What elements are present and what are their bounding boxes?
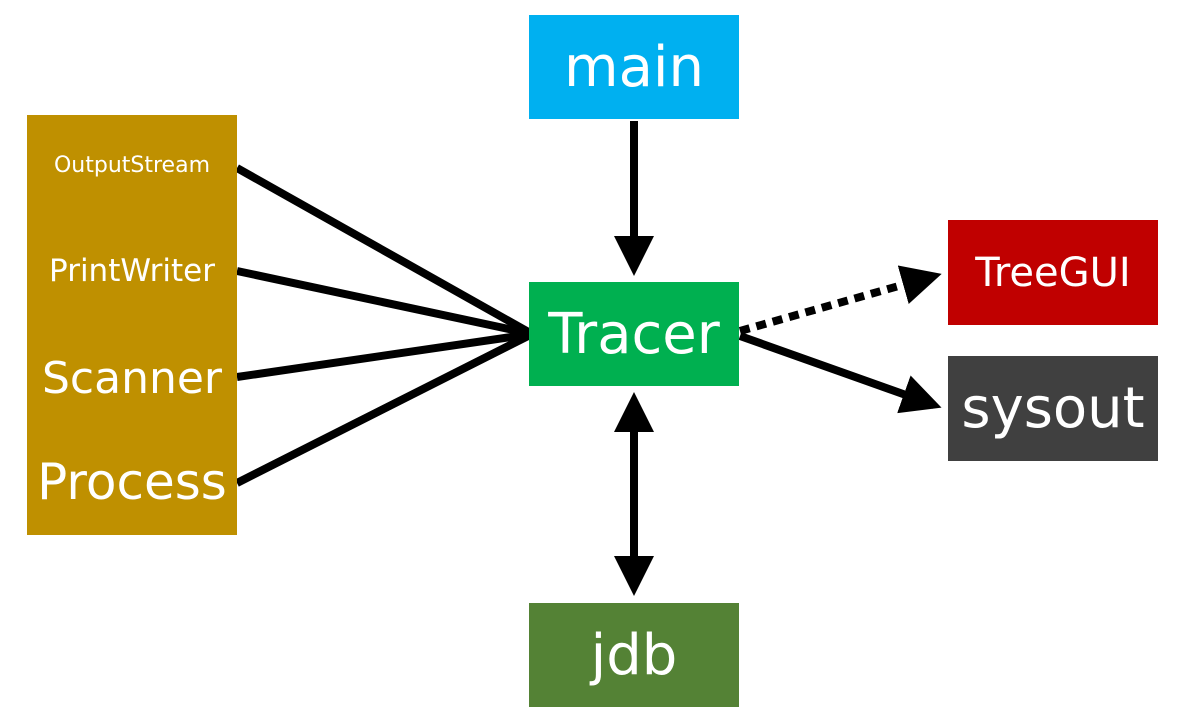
node-treegui: TreeGUI	[948, 220, 1158, 325]
node-tracer-label: Tracer	[548, 301, 720, 367]
edge-process-to-tracer	[235, 330, 534, 487]
edge-tracer-to-sysout	[738, 332, 942, 414]
node-tracer: Tracer	[529, 282, 739, 386]
io-item-scanner: Scanner	[41, 353, 223, 404]
node-sysout: sysout	[948, 356, 1158, 461]
node-jdb-label: jdb	[590, 622, 678, 688]
node-jdb: jdb	[529, 603, 739, 707]
node-treegui-label: TreeGUI	[975, 249, 1131, 296]
edge-outputstream-to-tracer	[235, 164, 534, 338]
io-item-outputstream: OutputStream	[53, 153, 211, 178]
node-sysout-label: sysout	[961, 376, 1145, 441]
node-main: main	[529, 15, 739, 119]
edge-tracer-to-treegui	[738, 265, 942, 335]
edge-printwriter-to-tracer	[236, 267, 533, 338]
io-item-printwriter: PrintWriter	[49, 253, 215, 289]
node-io-group: OutputStream PrintWriter Scanner Process	[27, 115, 237, 535]
edge-scanner-to-tracer	[236, 330, 533, 381]
io-item-process: Process	[37, 453, 227, 511]
node-main-label: main	[564, 34, 704, 100]
